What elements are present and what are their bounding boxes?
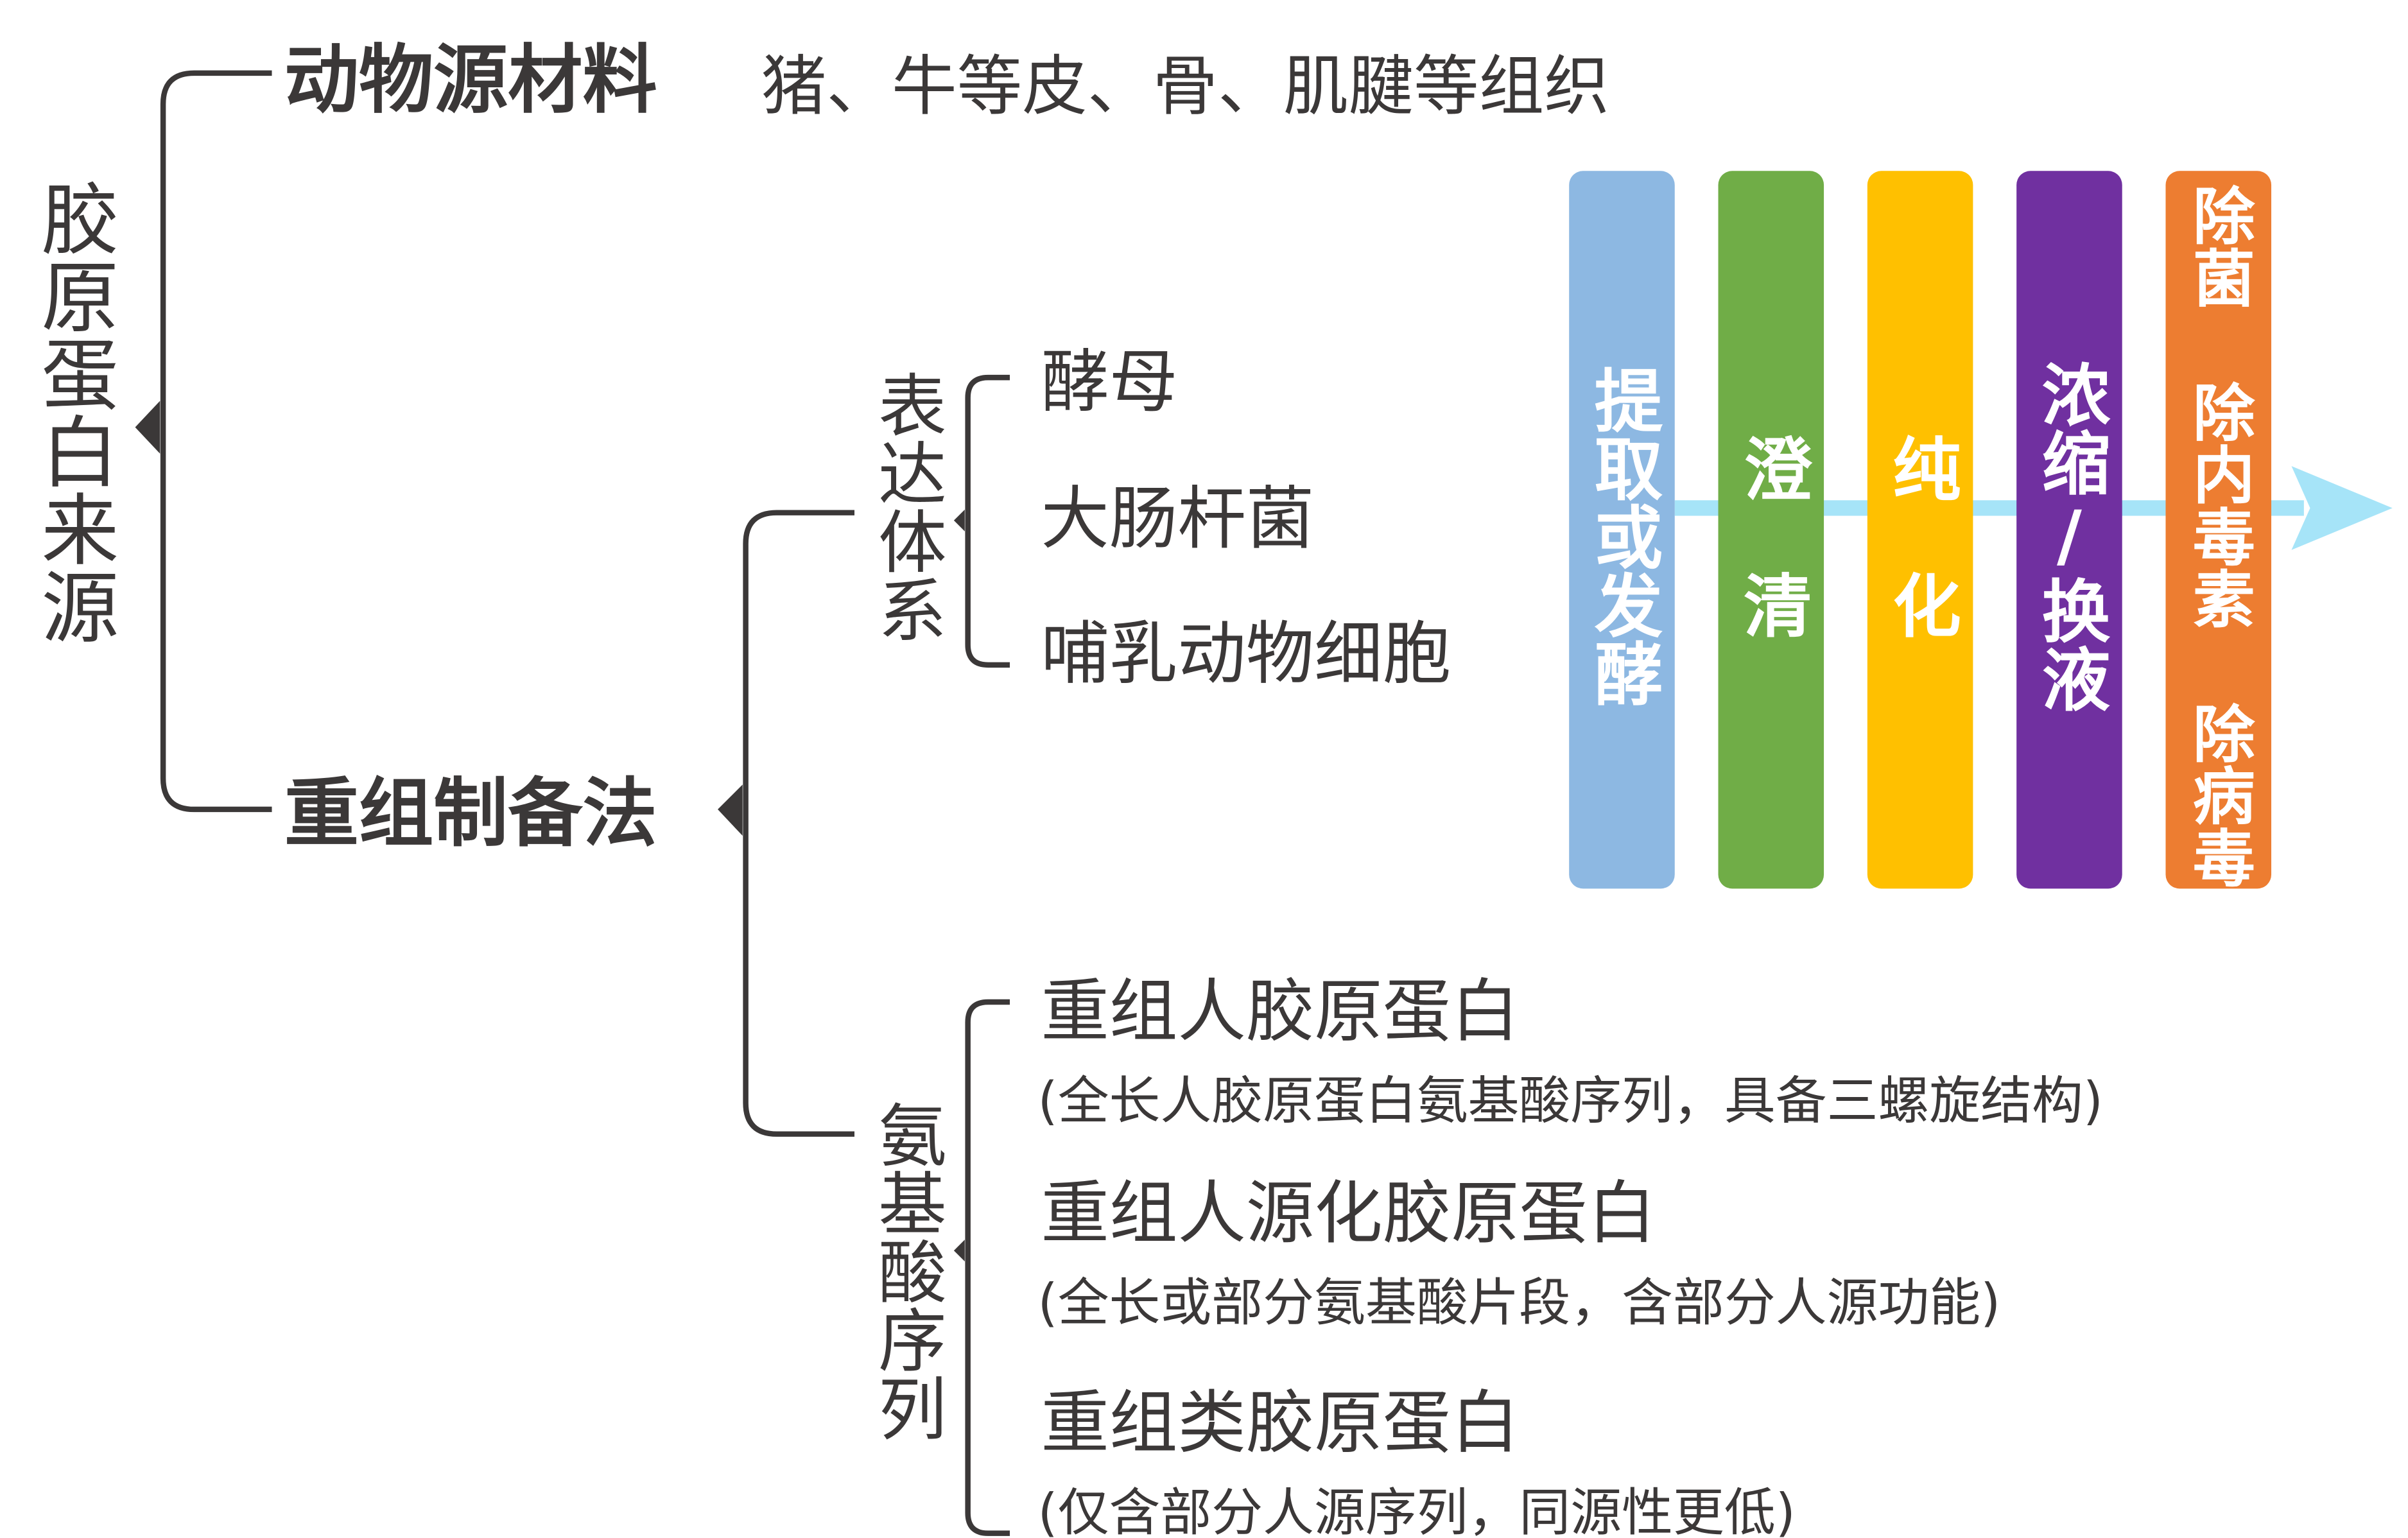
process-arrow-head (2291, 466, 2393, 550)
process-step-bar (2016, 171, 2122, 889)
recombinant-title: 重组制备法 (284, 770, 657, 857)
sequence-item-note: (全长人胶原蛋白氨基酸序列，具备三螺旋结构) (1038, 1071, 2103, 1130)
sequence-item-name: 重组人胶原蛋白 (1041, 972, 1519, 1051)
animal-title: 动物源材料 (284, 37, 657, 124)
recombinant-bracket (743, 510, 854, 1137)
main-bracket-pointer (135, 401, 160, 454)
sequence-label: 氨基酸序列 (866, 1100, 946, 1441)
sequence-item-name: 重组人源化胶原蛋白 (1041, 1173, 1656, 1253)
process-step-label: 除菌 除内毒素 除病毒 (2182, 184, 2255, 888)
expression-pointer (953, 509, 965, 531)
expression-item: 哺乳动物细胞 (1041, 614, 1451, 694)
sequence-item-note: (全长或部分氨基酸片段，含部分人源功能) (1038, 1273, 2001, 1333)
process-step-label: 纯 化 (1880, 433, 1960, 638)
expression-bracket (965, 374, 1010, 668)
process-step-bar (1867, 171, 1973, 889)
animal-desc: 猪、牛等皮、骨、肌腱等组织 (761, 49, 1609, 125)
expression-item: 大肠杆菌 (1041, 480, 1314, 559)
sequence-pointer (953, 1240, 965, 1262)
process-step-label: 浓缩/换液 (2029, 359, 2109, 713)
process-step-bar (2165, 171, 2272, 889)
recombinant-pointer (718, 784, 743, 836)
main-bracket (160, 70, 272, 813)
sequence-item-name: 重组类胶原蛋白 (1041, 1383, 1519, 1463)
process-step-bar (1569, 171, 1675, 889)
sequence-bracket (965, 999, 1010, 1536)
process-step-label: 澄 清 (1731, 433, 1811, 638)
sequence-item-note: (仅含部分人源序列，同源性更低) (1038, 1483, 1796, 1538)
expression-label: 表达体系 (866, 370, 946, 643)
expression-item: 酵母 (1041, 343, 1177, 422)
process-step-label: 提取或发酵 (1582, 365, 1662, 707)
process-step-bar (1718, 171, 1824, 889)
root-label: 胶原蛋白来源 (28, 178, 118, 644)
